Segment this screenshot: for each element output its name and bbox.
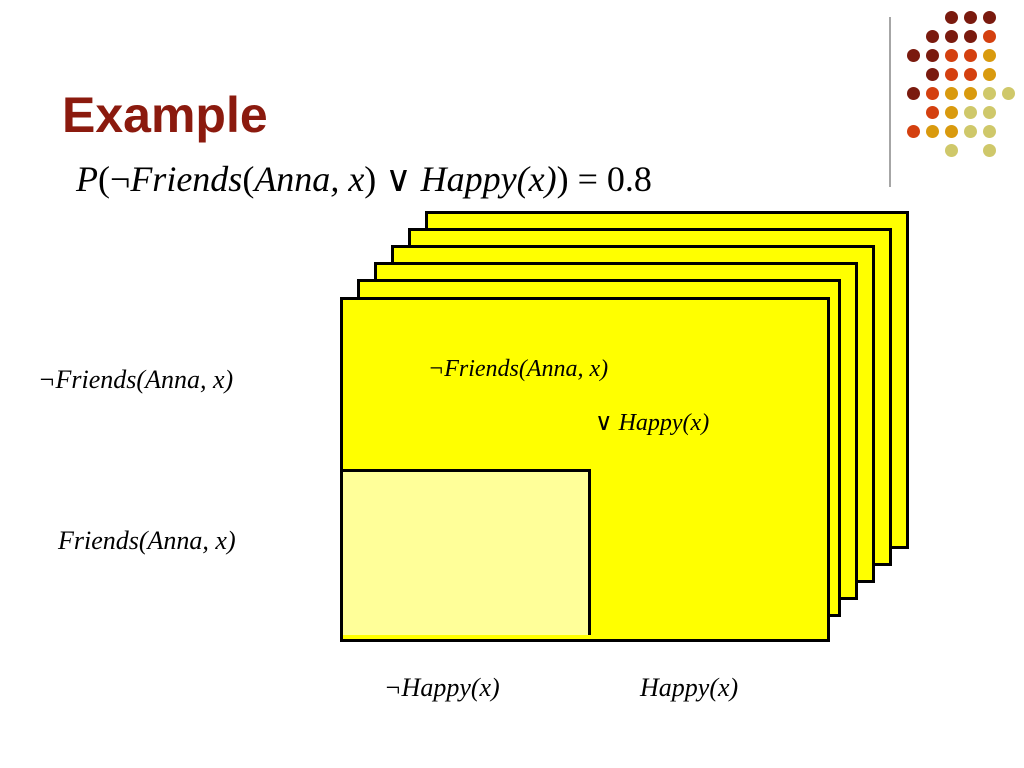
formula-anna: Anna — [254, 159, 331, 199]
decorative-dot — [964, 68, 977, 81]
probability-formula: P(¬Friends(Anna, x) ∨ Happy(x)) = 0.8 — [76, 158, 652, 200]
friends-not-happy-region — [343, 469, 591, 635]
decorative-divider — [889, 17, 891, 187]
decorative-dot — [964, 106, 977, 119]
formula-p: P — [76, 159, 98, 199]
decorative-dot — [945, 11, 958, 24]
decorative-dot — [983, 87, 996, 100]
decorative-dot — [983, 49, 996, 62]
formula-args-open: ( — [242, 159, 255, 199]
decorative-dot — [945, 87, 958, 100]
decorative-dot — [907, 125, 920, 138]
decorative-dot — [926, 30, 939, 43]
formula-value: 0.8 — [606, 159, 652, 199]
decorative-dot — [983, 11, 996, 24]
formula-friends: Friends — [130, 159, 243, 199]
decorative-dot — [945, 49, 958, 62]
formula-eq: = — [568, 159, 607, 199]
decorative-dot — [983, 125, 996, 138]
decorative-dot — [983, 106, 996, 119]
decorative-dot — [964, 125, 977, 138]
decorative-dot — [1002, 87, 1015, 100]
formula-happy-args: (x) — [516, 159, 557, 199]
col-label-happy: Happy(x) — [640, 673, 739, 702]
formula-args-close: ) — [364, 159, 377, 199]
col-label-not-happy: ¬Happy(x) — [384, 673, 500, 702]
box-label-line1: ¬Friends(Anna, x) — [428, 356, 609, 382]
decorative-dot — [926, 68, 939, 81]
decorative-dot — [945, 68, 958, 81]
decorative-dot — [964, 30, 977, 43]
decorative-dot — [926, 106, 939, 119]
slide-title: Example — [62, 87, 268, 143]
decorative-dot — [926, 125, 939, 138]
decorative-dot — [964, 49, 977, 62]
decorative-dot — [945, 125, 958, 138]
decorative-dot — [983, 30, 996, 43]
row-label-not-friends: ¬Friends(Anna, x) — [38, 365, 234, 394]
front-sheet: ¬Friends(Anna, x) ∨ Happy(x) — [340, 297, 830, 642]
decorative-dot — [983, 68, 996, 81]
decorative-dot — [907, 87, 920, 100]
decorative-dot — [964, 11, 977, 24]
decorative-dot — [964, 87, 977, 100]
formula-or: ∨ — [376, 159, 421, 199]
decorative-dot — [926, 49, 939, 62]
row-label-friends: Friends(Anna, x) — [58, 526, 236, 555]
decorative-dot — [945, 30, 958, 43]
decorative-dot — [945, 144, 958, 157]
decorative-dot — [945, 106, 958, 119]
formula-neg: ¬ — [110, 159, 131, 199]
formula-open: ( — [98, 159, 110, 199]
formula-happy: Happy — [420, 159, 517, 199]
decorative-dot — [983, 144, 996, 157]
decorative-dot — [907, 49, 920, 62]
formula-close: ) — [556, 159, 569, 199]
formula-comma-x: , x — [330, 159, 365, 199]
box-label-line2: ∨ Happy(x) — [595, 410, 710, 436]
decorative-dot — [926, 87, 939, 100]
